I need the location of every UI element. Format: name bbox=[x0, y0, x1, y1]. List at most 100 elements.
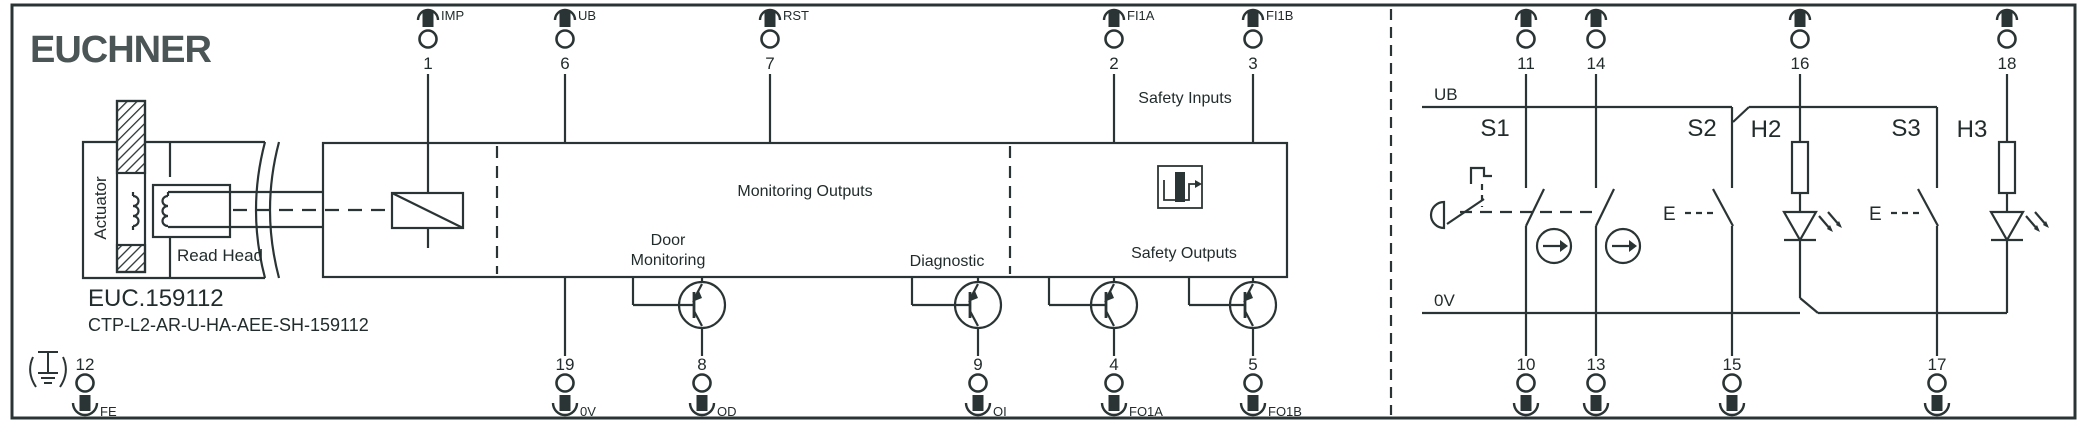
plug-icon bbox=[1995, 8, 2019, 21]
terminal-circle bbox=[555, 29, 575, 49]
actuator-bar bbox=[115, 99, 147, 274]
label-door: Door bbox=[651, 232, 686, 249]
terminal-label: OI bbox=[993, 404, 1007, 419]
type-code: CTP-L2-AR-U-HA-AEE-SH-159112 bbox=[88, 315, 369, 335]
plug-icon bbox=[1931, 395, 1943, 411]
terminal-label: RST bbox=[783, 8, 809, 23]
terminal-bottom-17: 17 bbox=[1923, 355, 1951, 417]
label-0v-rail: 0V bbox=[1434, 291, 1455, 310]
plug-icon bbox=[553, 8, 577, 21]
terminal-number: 7 bbox=[765, 54, 774, 73]
actuator-assembly bbox=[115, 99, 147, 274]
terminal-circle bbox=[1927, 373, 1947, 393]
terminal-bottom-8: 8 OD bbox=[688, 355, 737, 419]
plug-icon bbox=[1590, 395, 1602, 411]
terminal-circle bbox=[1516, 373, 1536, 393]
break-curve-2 bbox=[268, 141, 281, 279]
order-code: EUC.159112 bbox=[88, 285, 224, 312]
terminal-circle bbox=[1243, 29, 1263, 49]
switch-blade bbox=[1525, 188, 1545, 227]
terminal-label: FO1A bbox=[1129, 404, 1163, 419]
terminal-number: 13 bbox=[1587, 355, 1606, 374]
label-s1: S1 bbox=[1480, 115, 1509, 142]
plug-icon bbox=[559, 395, 571, 411]
read-head-assembly bbox=[81, 140, 390, 280]
label-h3: H3 bbox=[1957, 116, 1988, 143]
plug-icon bbox=[79, 395, 91, 411]
resistor-icon bbox=[1997, 140, 2017, 195]
label-h2: H2 bbox=[1751, 116, 1782, 143]
plug-icon bbox=[1726, 395, 1738, 411]
pulse-output-icon bbox=[1157, 165, 1203, 209]
plug-icon bbox=[696, 395, 708, 411]
terminal-circle bbox=[1722, 373, 1742, 393]
terminal-circle bbox=[1104, 373, 1124, 393]
main-block-outline bbox=[321, 141, 1289, 279]
terminal-label: OD bbox=[717, 404, 737, 419]
terminal-bottom-13: 13 bbox=[1582, 355, 1610, 417]
terminal-label: FO1B bbox=[1268, 404, 1302, 419]
switch-blade bbox=[1712, 188, 1734, 227]
terminal-top-7: 7 RST bbox=[758, 8, 809, 73]
terminal-number: 4 bbox=[1109, 355, 1118, 374]
plug-icon bbox=[1788, 8, 1812, 21]
terminal-bottom-10: 10 bbox=[1512, 355, 1540, 417]
terminal-top-14: 14 bbox=[1584, 8, 1608, 73]
label-door-monitoring: Monitoring bbox=[631, 252, 706, 269]
label-diagnostic: Diagnostic bbox=[910, 253, 985, 270]
terminal-bottom-4: 4 FO1A bbox=[1100, 355, 1163, 419]
resistor-icon bbox=[1790, 140, 1810, 195]
brand-logo: EUCHNER bbox=[30, 29, 211, 71]
terminal-circle bbox=[1790, 29, 1810, 49]
terminal-number: 2 bbox=[1109, 54, 1118, 73]
terminal-top-2: 2 FI1A bbox=[1102, 8, 1155, 73]
terminal-top-16: 16 bbox=[1788, 8, 1812, 73]
terminal-number: 6 bbox=[560, 54, 569, 73]
plug-icon bbox=[1247, 395, 1259, 411]
coil-icon bbox=[131, 192, 140, 230]
terminal-number: 17 bbox=[1928, 355, 1947, 374]
terminal-top-6: 6 UB bbox=[553, 8, 596, 73]
terminal-number: 16 bbox=[1791, 54, 1810, 73]
label-actuator: Actuator bbox=[91, 176, 110, 240]
terminal-label: FI1B bbox=[1266, 8, 1293, 23]
relay-icon bbox=[390, 143, 465, 248]
terminal-circle bbox=[1516, 29, 1536, 49]
terminal-number: 14 bbox=[1587, 54, 1606, 73]
terminal-circle bbox=[760, 29, 780, 49]
terminal-top-11: 11 bbox=[1514, 8, 1538, 73]
device-main-block bbox=[321, 74, 1289, 356]
terminal-circle bbox=[692, 373, 712, 393]
actuator-hatch-bottom bbox=[115, 243, 147, 274]
terminal-number: 12 bbox=[76, 355, 95, 374]
led-icon bbox=[1989, 210, 2049, 243]
plug-icon bbox=[416, 8, 440, 21]
terminal-number: 9 bbox=[973, 355, 982, 374]
terminal-bottom-15: 15 bbox=[1718, 355, 1746, 417]
terminal-number: 1 bbox=[423, 54, 432, 73]
terminal-circle bbox=[1104, 29, 1124, 49]
terminal-number: 11 bbox=[1517, 54, 1535, 73]
switch-blade bbox=[1595, 188, 1615, 227]
terminal-number: 18 bbox=[1998, 54, 2017, 73]
terminal-top-18: 18 bbox=[1995, 8, 2019, 73]
led-icon bbox=[1782, 210, 1842, 243]
transistor-icon bbox=[910, 277, 1003, 356]
read-head-housing bbox=[81, 140, 265, 280]
plug-icon bbox=[1241, 8, 1265, 21]
terminal-circle bbox=[75, 373, 95, 393]
terminal-number: 3 bbox=[1248, 54, 1257, 73]
terminal-label: IMP bbox=[441, 8, 464, 23]
terminal-label: FI1A bbox=[1127, 8, 1155, 23]
switch-blade bbox=[1917, 188, 1939, 227]
terminal-circle bbox=[1243, 373, 1263, 393]
terminal-label: FE bbox=[100, 404, 117, 419]
terminal-bottom-12: 12 FE bbox=[71, 355, 117, 419]
label-safety-outputs: Safety Outputs bbox=[1131, 245, 1237, 262]
terminal-circle bbox=[555, 373, 575, 393]
plug-icon bbox=[1102, 8, 1126, 21]
external-circuit bbox=[1422, 74, 2049, 356]
terminal-bottom-5: 5 FO1B bbox=[1239, 355, 1302, 419]
label-monitoring-outputs: Monitoring Outputs bbox=[737, 183, 872, 200]
plug-icon bbox=[1584, 8, 1608, 21]
